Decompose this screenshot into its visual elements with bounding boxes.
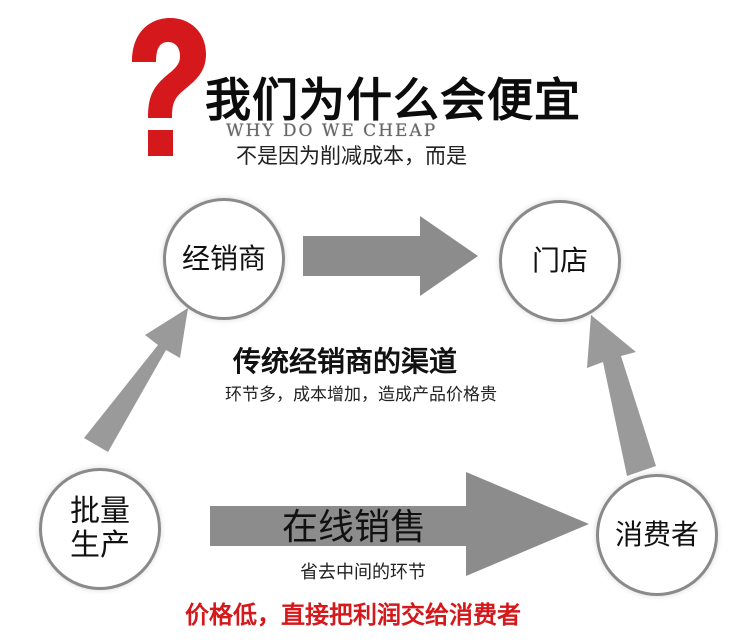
traditional-channel-desc: 环节多，成本增加，造成产品价格贵 xyxy=(225,385,497,405)
arrow-production-to-consumer xyxy=(210,472,589,576)
node-consumer: 消费者 xyxy=(596,474,718,596)
node-distributor: 经销商 xyxy=(163,198,285,320)
page-title: 我们为什么会便宜 xyxy=(205,73,581,127)
node-store: 门店 xyxy=(499,200,621,322)
node-consumer-label: 消费者 xyxy=(614,517,699,551)
question-mark-icon xyxy=(132,18,206,156)
online-sales-title: 在线销售 xyxy=(282,507,427,548)
chinese-subtitle: 不是因为削减成本，而是 xyxy=(236,144,467,168)
english-subtitle: WHY DO WE CHEAP xyxy=(226,121,438,141)
arrow-distributor-to-store xyxy=(303,216,478,296)
node-mass-production-line1: 批量 xyxy=(70,493,130,529)
node-mass-production-line2: 生产 xyxy=(70,528,130,563)
arrow-production-to-distributor xyxy=(84,308,188,452)
node-distributor-label: 经销商 xyxy=(181,241,266,275)
online-sales-desc: 省去中间的环节 xyxy=(300,562,426,583)
footer-note: 价格低，直接把利润交给消费者 xyxy=(185,601,521,629)
arrow-consumer-to-store xyxy=(587,315,656,476)
node-store-label: 门店 xyxy=(531,243,588,277)
traditional-channel-title: 传统经销商的渠道 xyxy=(233,345,458,378)
node-mass-production: 批量 生产 xyxy=(39,468,161,590)
